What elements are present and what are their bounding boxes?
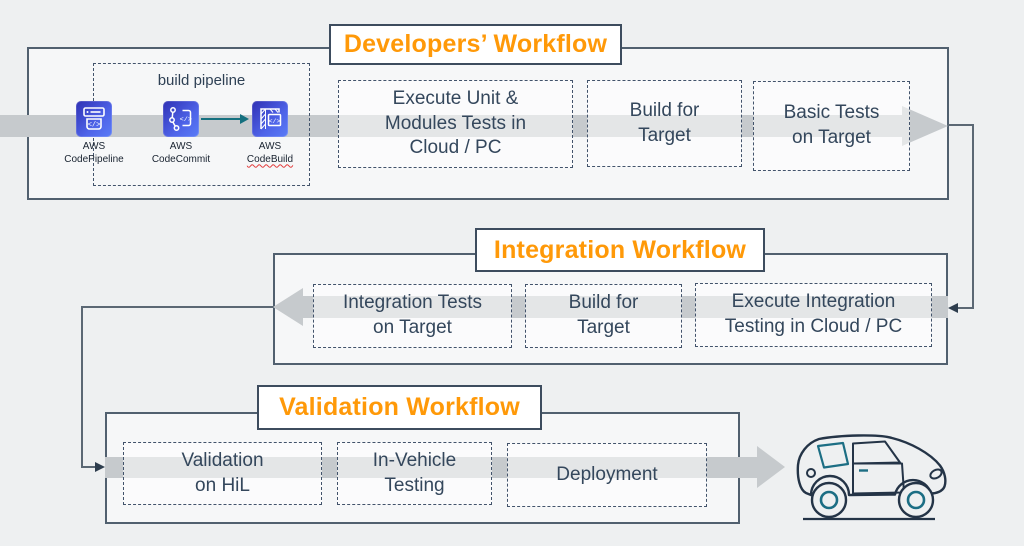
aws-codepipeline-icon: </> [76, 101, 112, 137]
step-box-integration-tests-on-target: Integration Tests on Target [313, 284, 512, 348]
step-box-deployment: Deployment [507, 443, 707, 507]
connector-dev-to-integration-h2 [958, 307, 974, 309]
connector-integration-to-validation-arrowhead [95, 462, 105, 472]
connector-integration-to-validation-h1 [81, 306, 273, 308]
validation-workflow-title: Validation Workflow [257, 385, 542, 430]
step-box-execute-integration-testing: Execute Integration Testing in Cloud / P… [695, 283, 932, 347]
developers-workflow-title-text: Developers’ Workflow [343, 30, 608, 58]
svg-text:</>: </> [180, 116, 192, 124]
car-fuel-cap [806, 468, 816, 478]
connector-integration-to-validation-v [81, 306, 83, 467]
integration-workflow-title-text: Integration Workflow [493, 235, 747, 264]
connector-integration-to-validation-h2 [81, 466, 95, 468]
codebuild-glyph: </> [260, 108, 282, 130]
aws-codecommit-icon: </> [163, 101, 199, 137]
step-box-build-for-target-dev: Build for Target [587, 80, 742, 167]
car-front-wheel [897, 481, 935, 519]
aws-codecommit-label: AWS CodeCommit [151, 141, 211, 165]
codecommit-to-codebuild-arrow [201, 118, 240, 120]
car-icon [796, 434, 947, 521]
step-box-validation-on-hil: Validation on HiL [123, 442, 322, 505]
aws-codebuild-icon: </> [252, 101, 288, 137]
step-box-basic-tests-on-target: Basic Tests on Target [753, 81, 910, 171]
codepipeline-glyph: </> [83, 107, 105, 130]
codecommit-glyph: </> [169, 107, 192, 131]
car-rear-window [816, 441, 850, 469]
integration-workflow-title: Integration Workflow [475, 228, 765, 272]
step-box-execute-unit-tests: Execute Unit & Modules Tests in Cloud / … [338, 80, 573, 168]
aws-codebuild-label: AWS CodeBuild [225, 141, 315, 166]
flow-arrowhead-integration [273, 288, 303, 326]
svg-text:</>: </> [269, 118, 281, 125]
car-rear-wheel [810, 481, 848, 519]
step-box-build-for-target-int: Build for Target [525, 284, 682, 348]
aws-codepipeline-label: AWS CodePipeline [64, 141, 124, 165]
svg-text:</>: </> [88, 122, 101, 130]
car-headlight [929, 468, 943, 480]
build-pipeline-label: build pipeline [157, 72, 246, 89]
step-box-in-vehicle-testing: In-Vehicle Testing [337, 442, 492, 505]
connector-dev-to-integration-h1 [948, 124, 974, 126]
codebuild-misspelled-label: CodeBuild [246, 153, 294, 165]
codecommit-to-codebuild-arrowhead [240, 114, 249, 124]
flow-arrowhead-validation [757, 446, 785, 488]
connector-dev-to-integration-arrowhead [948, 303, 958, 313]
developers-workflow-title: Developers’ Workflow [329, 24, 622, 65]
connector-dev-to-integration-v [972, 124, 974, 309]
validation-workflow-title-text: Validation Workflow [279, 393, 520, 421]
